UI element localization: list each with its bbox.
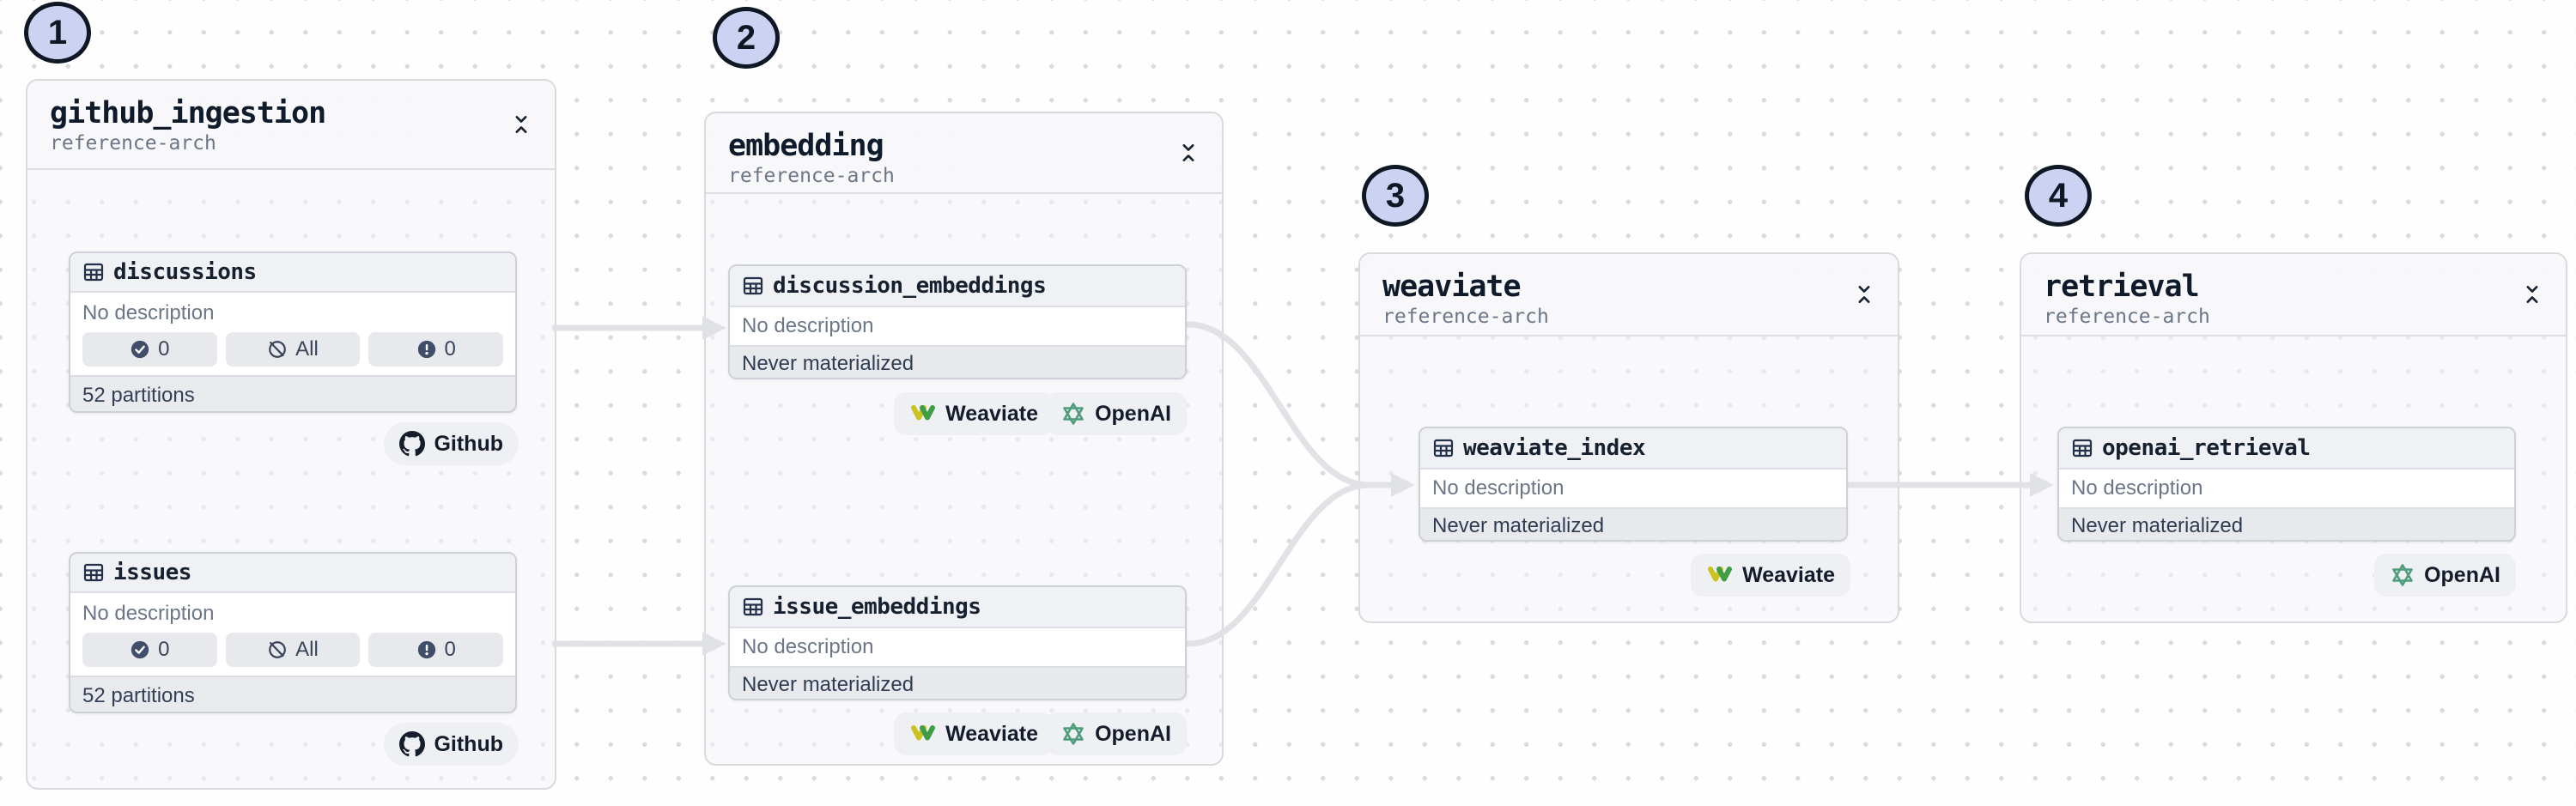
asset-node-weaviate-index[interactable]: weaviate_index No description Never mate… bbox=[1419, 427, 1848, 542]
annotation-number-3: 3 bbox=[1362, 165, 1429, 227]
asset-node-discussion-embeddings[interactable]: discussion_embeddings No description Nev… bbox=[728, 264, 1187, 379]
checks-failed-badge[interactable]: 0 bbox=[368, 332, 504, 367]
partitions-count: 52 partitions bbox=[70, 375, 515, 411]
arrowhead bbox=[2030, 473, 2054, 497]
asset-description: No description bbox=[82, 602, 215, 625]
edge-discussion-embeddings-to-weaviate-index bbox=[1185, 321, 1372, 488]
materialization-status: Never materialized bbox=[730, 666, 1185, 699]
kind-tag-openai[interactable]: OpenAI bbox=[2374, 554, 2516, 597]
alert-circle-icon bbox=[416, 339, 437, 360]
group-subtitle: reference-arch bbox=[1382, 306, 1549, 328]
asset-node-openai-retrieval[interactable]: openai_retrieval No description Never ma… bbox=[2057, 427, 2516, 542]
checks-failed-badge[interactable]: 0 bbox=[368, 633, 504, 667]
github-icon bbox=[399, 731, 425, 757]
check-circle-icon bbox=[130, 339, 150, 360]
group-subtitle: reference-arch bbox=[2044, 306, 2210, 328]
arrowhead bbox=[702, 316, 726, 340]
check-circle-icon bbox=[130, 639, 150, 660]
annotation-number-2: 2 bbox=[713, 7, 780, 69]
alert-circle-icon bbox=[416, 639, 437, 660]
checks-passed-badge[interactable]: 0 bbox=[82, 633, 217, 667]
asset-name: issues bbox=[113, 560, 191, 585]
asset-name: issue_embeddings bbox=[773, 594, 981, 620]
table-icon bbox=[2071, 437, 2093, 459]
group-embedding: embedding reference-arch discussion_embe… bbox=[704, 112, 1224, 766]
edge-issue-embeddings-to-weaviate-index bbox=[1185, 482, 1372, 647]
annotation-number-1: 1 bbox=[24, 2, 91, 64]
table-icon bbox=[1432, 437, 1455, 459]
kind-tag-github[interactable]: Github bbox=[384, 422, 519, 465]
materialization-status: Never materialized bbox=[1420, 507, 1846, 540]
table-icon bbox=[742, 596, 764, 618]
asset-description: No description bbox=[742, 314, 874, 337]
partitions-missing-badge[interactable]: All bbox=[225, 332, 361, 367]
group-retrieval: retrieval reference-arch openai_retrieva… bbox=[2020, 252, 2567, 623]
asset-description: No description bbox=[742, 635, 874, 658]
group-title: retrieval bbox=[2044, 270, 2200, 304]
partitions-missing-badge[interactable]: All bbox=[225, 633, 361, 667]
materialization-status: Never materialized bbox=[2059, 507, 2514, 540]
group-retrieval-header[interactable]: retrieval reference-arch bbox=[2021, 254, 2566, 336]
table-icon bbox=[742, 275, 764, 297]
group-weaviate: weaviate reference-arch weaviate_index N… bbox=[1358, 252, 1899, 623]
group-subtitle: reference-arch bbox=[50, 132, 216, 155]
asset-name: openai_retrieval bbox=[2102, 435, 2311, 461]
arrowhead bbox=[702, 632, 726, 656]
group-title: embedding bbox=[728, 129, 884, 163]
arrowhead bbox=[1391, 473, 1415, 497]
kind-tag-weaviate[interactable]: Weaviate bbox=[1691, 554, 1850, 597]
openai-icon bbox=[1060, 401, 1086, 427]
group-weaviate-header[interactable]: weaviate reference-arch bbox=[1360, 254, 1898, 336]
github-icon bbox=[399, 431, 425, 457]
circle-slash-icon bbox=[267, 339, 288, 360]
asset-node-discussions[interactable]: discussions No description 0 All 0 bbox=[69, 251, 517, 413]
weaviate-icon bbox=[1706, 564, 1734, 586]
group-embedding-header[interactable]: embedding reference-arch bbox=[706, 113, 1222, 194]
openai-icon bbox=[1060, 721, 1086, 747]
circle-slash-icon bbox=[267, 639, 288, 660]
materialization-status: Never materialized bbox=[730, 345, 1185, 378]
asset-node-issues[interactable]: issues No description 0 All 0 bbox=[69, 552, 517, 713]
asset-description: No description bbox=[1432, 476, 1564, 500]
table-icon bbox=[82, 561, 105, 584]
asset-name: discussions bbox=[113, 259, 257, 285]
asset-description: No description bbox=[2071, 476, 2203, 500]
annotation-number-4: 4 bbox=[2025, 165, 2092, 227]
weaviate-icon bbox=[909, 403, 937, 425]
asset-node-issue-embeddings[interactable]: issue_embeddings No description Never ma… bbox=[728, 585, 1187, 700]
kind-tag-openai[interactable]: OpenAI bbox=[1045, 712, 1187, 755]
group-title: weaviate bbox=[1382, 270, 1522, 304]
checks-passed-badge[interactable]: 0 bbox=[82, 332, 217, 367]
kind-tag-weaviate[interactable]: Weaviate bbox=[894, 392, 1054, 435]
group-github-ingestion: github_ingestion reference-arch discussi… bbox=[26, 79, 556, 790]
partitions-count: 52 partitions bbox=[70, 676, 515, 712]
group-subtitle: reference-arch bbox=[728, 165, 895, 187]
weaviate-icon bbox=[909, 723, 937, 745]
group-github-ingestion-header[interactable]: github_ingestion reference-arch bbox=[27, 81, 555, 170]
openai-icon bbox=[2390, 562, 2415, 588]
table-icon bbox=[82, 261, 105, 283]
kind-tag-weaviate[interactable]: Weaviate bbox=[894, 712, 1054, 755]
asset-description: No description bbox=[82, 301, 215, 324]
asset-name: weaviate_index bbox=[1463, 435, 1646, 461]
kind-tag-github[interactable]: Github bbox=[384, 723, 519, 766]
group-title: github_ingestion bbox=[50, 96, 326, 130]
kind-tag-openai[interactable]: OpenAI bbox=[1045, 392, 1187, 435]
asset-name: discussion_embeddings bbox=[773, 273, 1047, 299]
